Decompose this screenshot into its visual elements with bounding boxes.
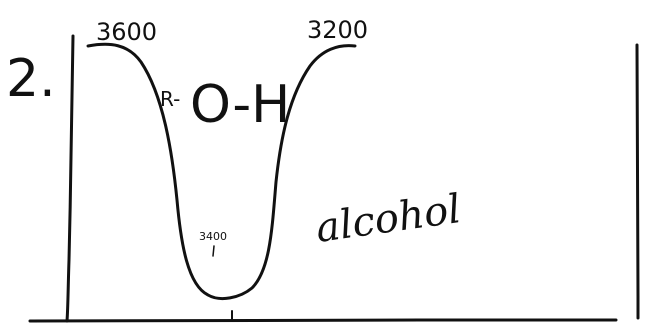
- functional-group-formula: O-H: [190, 75, 290, 135]
- right-axis-line: [635, 43, 640, 320]
- left-wavenumber-label: 3600: [96, 18, 157, 46]
- problem-number: 2.: [6, 49, 56, 109]
- left-axis-line: [65, 34, 75, 323]
- r-prefix-label: R-: [160, 87, 180, 111]
- right-wavenumber-label: 3200: [307, 16, 368, 44]
- center-wavenumber-pointer: [212, 245, 215, 257]
- compound-class-label: alcohol: [313, 186, 464, 252]
- center-wavenumber-label: 3400: [199, 230, 227, 243]
- absorption-peak-curve: [86, 42, 357, 300]
- bottom-axis-line: [28, 318, 618, 323]
